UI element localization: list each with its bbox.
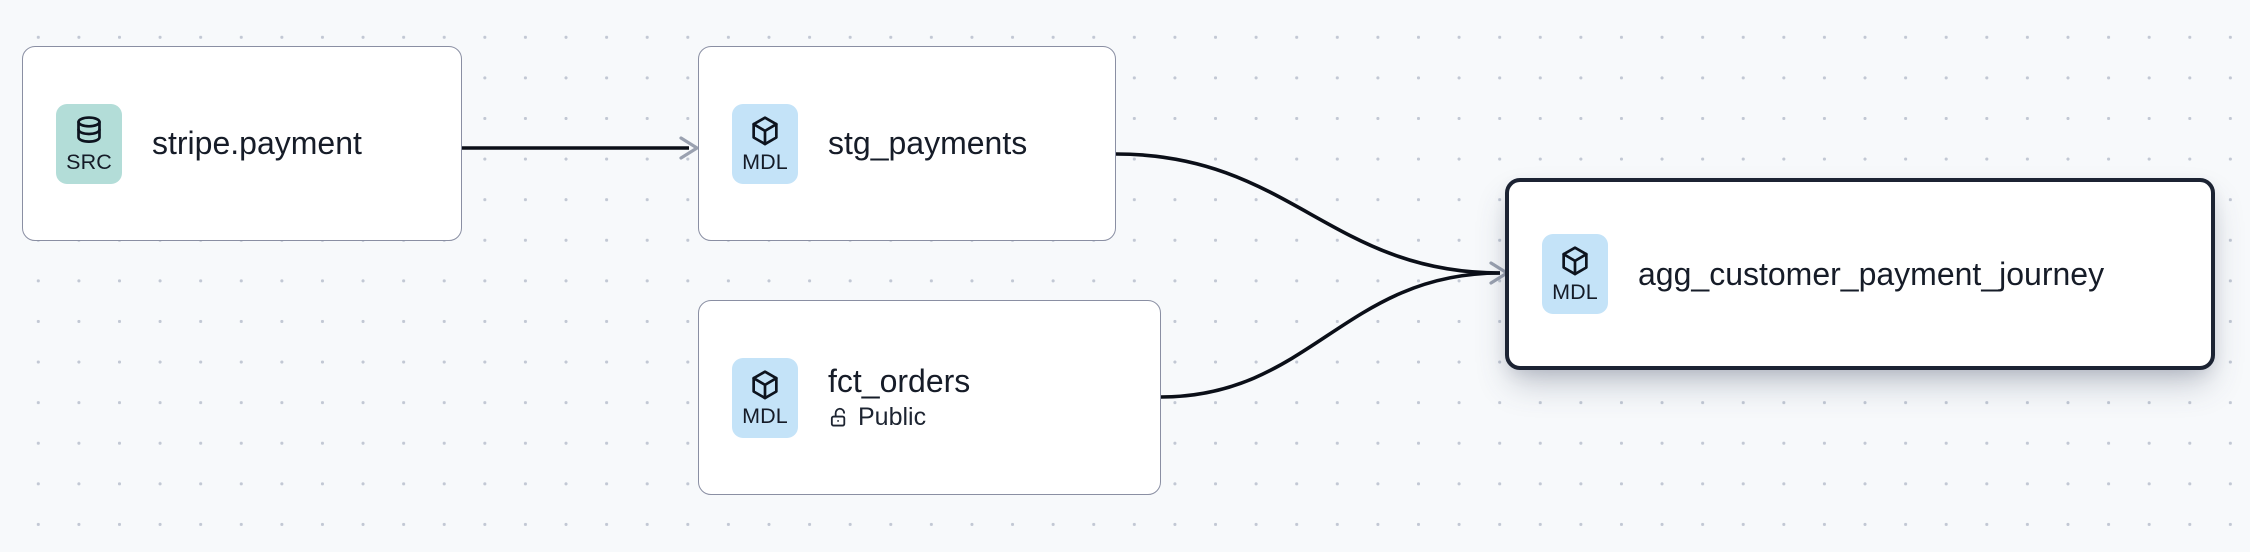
graph-node-stripe-payment[interactable]: SRC stripe.payment xyxy=(22,46,462,241)
graph-node-agg-customer-payment-journey[interactable]: MDL agg_customer_payment_journey xyxy=(1505,178,2215,370)
node-body: stg_payments xyxy=(828,126,1027,161)
badge-source: SRC xyxy=(56,103,122,184)
badge-model: MDL xyxy=(1542,234,1608,314)
graph-node-fct-orders[interactable]: MDL fct_orders Public xyxy=(698,300,1161,495)
cube-icon xyxy=(752,116,778,146)
edge-fct-to-agg xyxy=(1160,271,1501,399)
node-title: agg_customer_payment_journey xyxy=(1638,255,2105,292)
node-title: stg_payments xyxy=(828,125,1028,162)
node-title: fct_orders xyxy=(828,363,971,400)
edge-stg-to-agg xyxy=(1115,152,1509,285)
node-title: stripe.payment xyxy=(152,125,362,162)
node-body: stripe.payment xyxy=(152,126,362,161)
badge-model: MDL xyxy=(732,357,798,438)
node-body: fct_orders Public xyxy=(828,364,970,431)
unlock-icon xyxy=(830,407,846,427)
badge-model-label: MDL xyxy=(1552,280,1598,305)
badge-model-label: MDL xyxy=(742,403,788,428)
node-visibility-label: Public xyxy=(858,402,927,431)
badge-model-label: MDL xyxy=(742,149,788,174)
database-icon xyxy=(77,115,101,143)
node-visibility: Public xyxy=(828,402,970,431)
edge-stripe-to-stg xyxy=(461,136,699,160)
node-body: agg_customer_payment_journey xyxy=(1638,257,2104,292)
cube-icon xyxy=(1562,246,1588,276)
graph-node-stg-payments[interactable]: MDL stg_payments xyxy=(698,46,1116,241)
cube-icon xyxy=(752,370,778,400)
badge-model: MDL xyxy=(732,103,798,184)
badge-source-label: SRC xyxy=(66,149,112,174)
